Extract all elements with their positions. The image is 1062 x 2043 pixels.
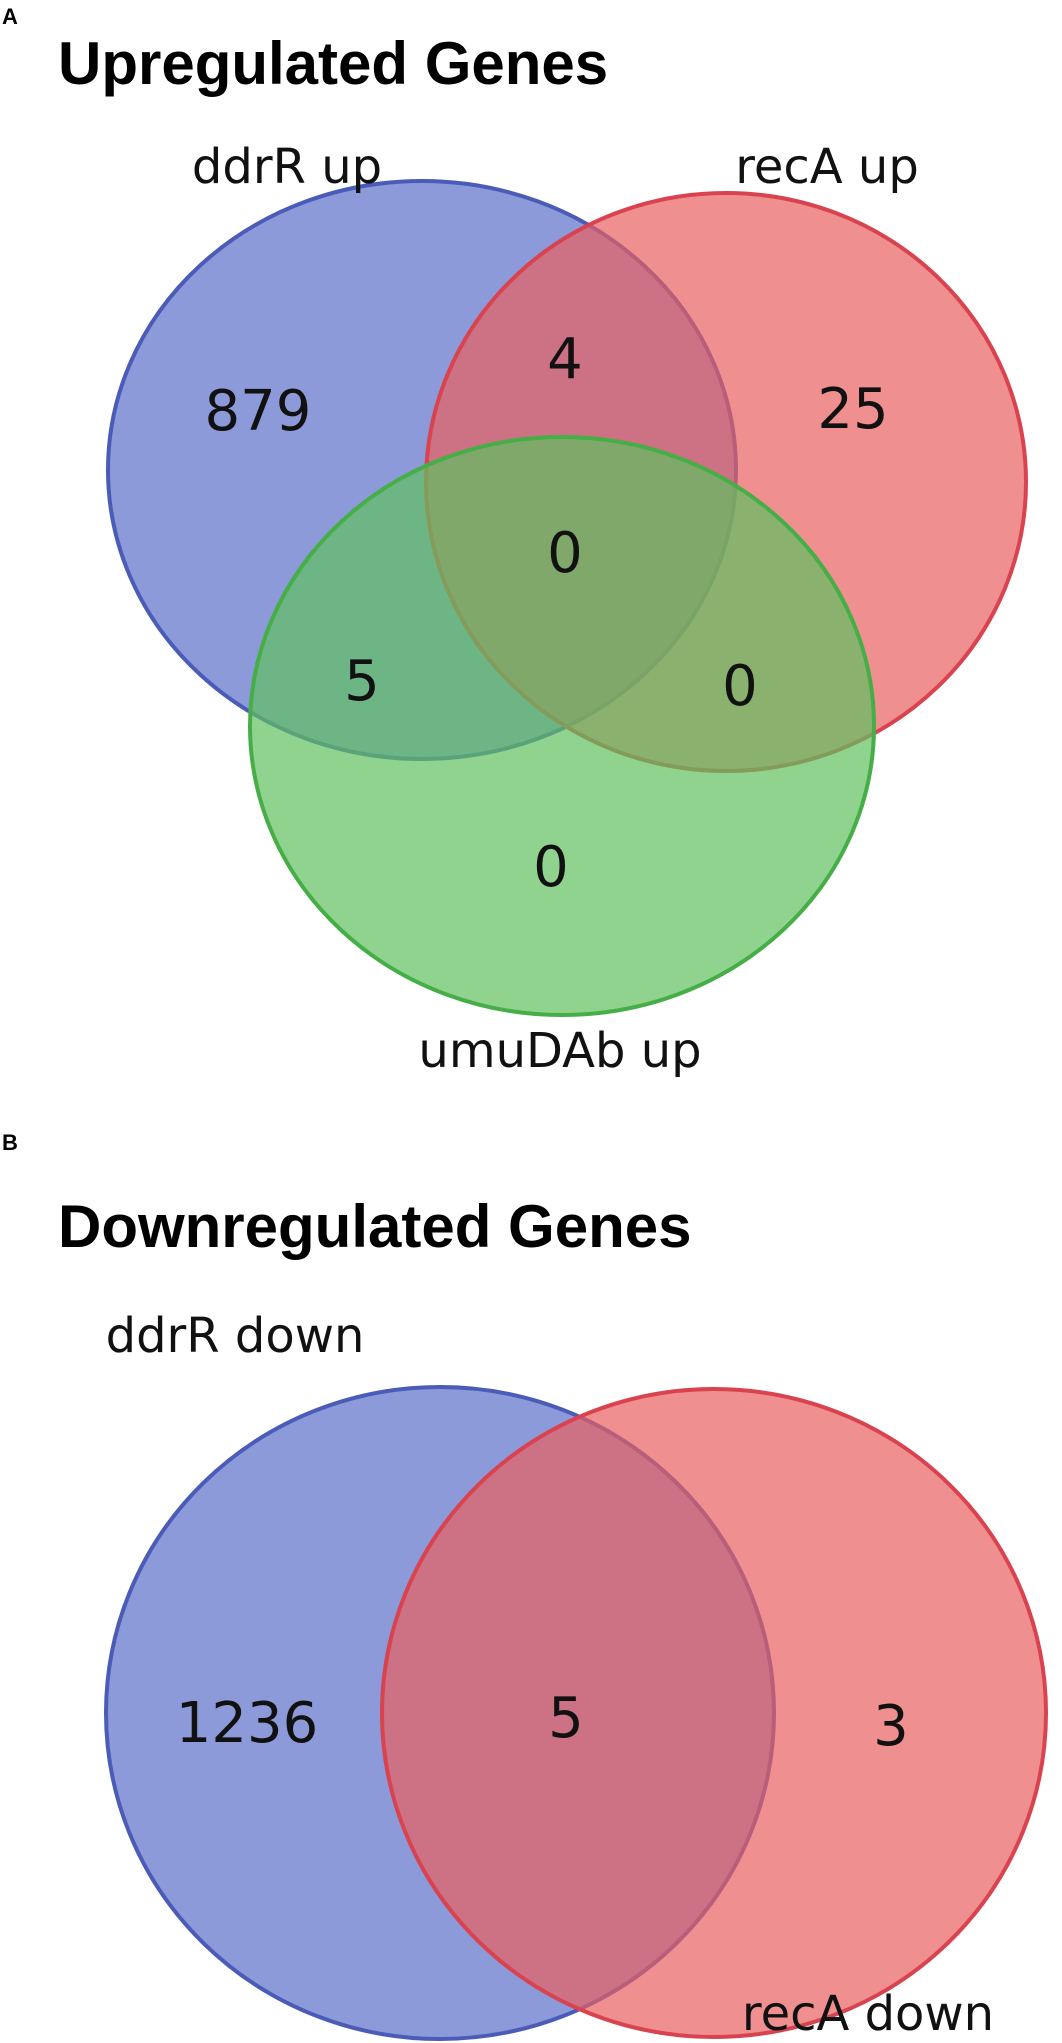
- set-label-umuDAb-up: umuDAb up: [418, 1023, 701, 1079]
- set-label-recA-down: recA down: [742, 1986, 994, 2042]
- count-ddrR-down-only: 1236: [176, 1691, 319, 1756]
- set-label-ddrR-down: ddrR down: [106, 1308, 365, 1364]
- count-recA-only: 25: [817, 377, 888, 442]
- count-recA-umuDAb: 0: [722, 654, 758, 719]
- venn-circle-umuDAb-up: [248, 435, 876, 1017]
- panel-b-title: Downregulated Genes: [58, 1193, 691, 1260]
- set-label-recA-up: recA up: [735, 139, 919, 195]
- set-label-ddrR-up: ddrR up: [192, 139, 382, 195]
- panel-a-letter: A: [2, 4, 18, 29]
- count-recA-down-only: 3: [873, 1694, 909, 1759]
- count-ddrR-only: 879: [205, 379, 312, 444]
- count-umuDAb-only: 0: [533, 835, 569, 900]
- panel-a: A Upregulated Genes ddrR up recA up umuD…: [2, 4, 1028, 1079]
- venn-circle-recA-down: [380, 1387, 1048, 2039]
- count-all-three: 0: [547, 521, 583, 586]
- count-ddrR-umuDAb: 5: [344, 649, 380, 714]
- panel-b: B Downregulated Genes ddrR down recA dow…: [2, 1130, 1048, 2042]
- panel-b-letter: B: [2, 1130, 18, 1155]
- count-ddrR-recA: 4: [547, 327, 583, 392]
- panel-a-title: Upregulated Genes: [58, 30, 608, 97]
- count-ddrR-recA-down: 5: [548, 1686, 584, 1751]
